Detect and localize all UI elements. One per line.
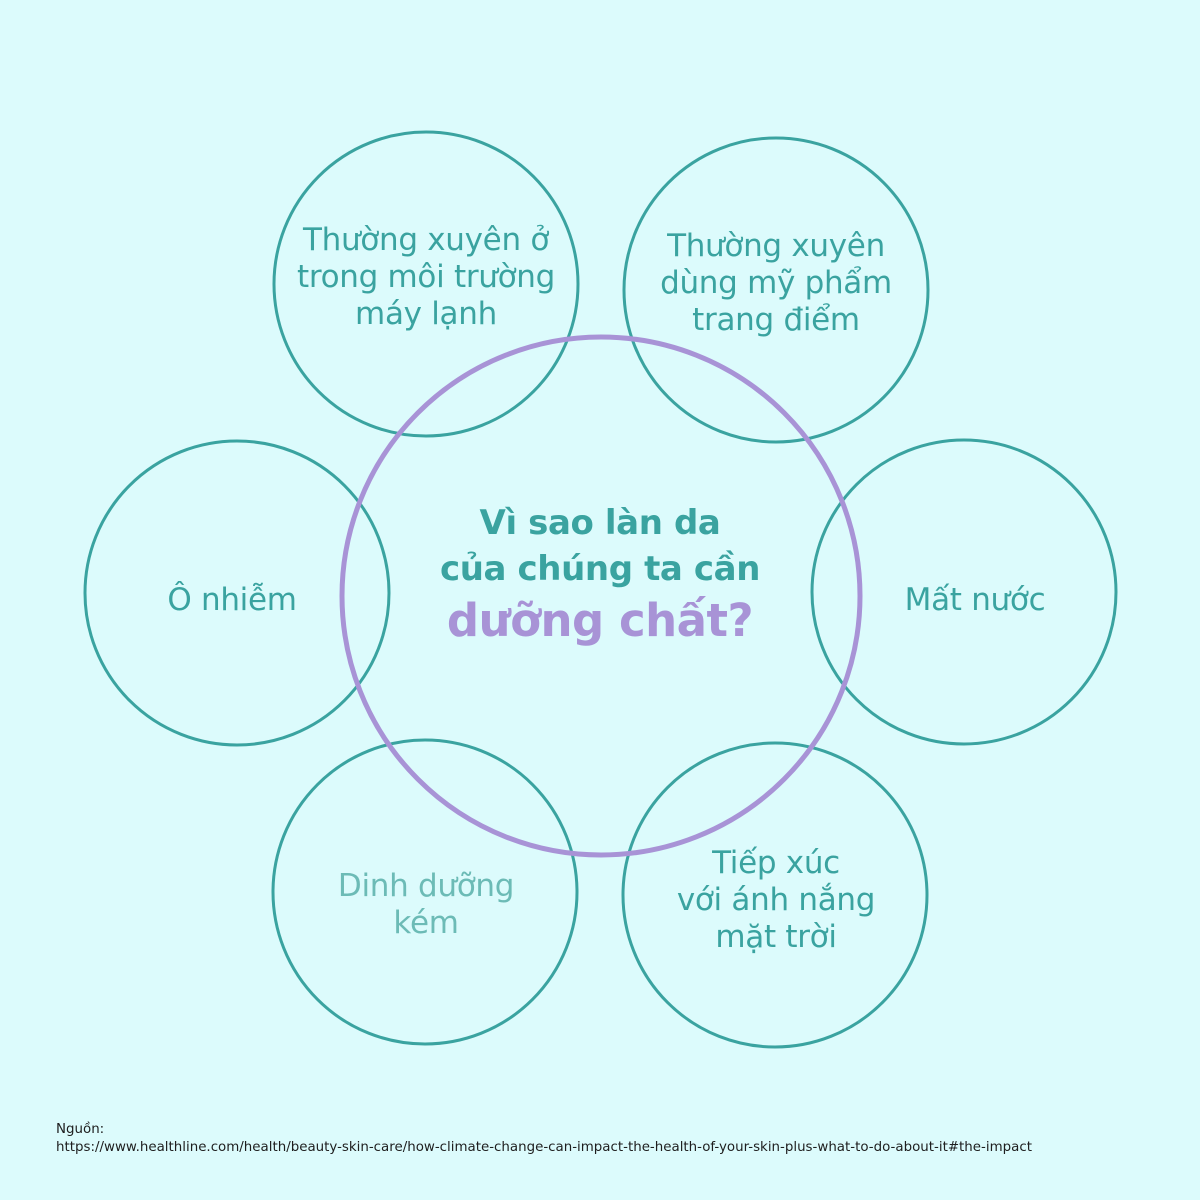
circle-top-right [622, 136, 930, 444]
label-line: Mất nước [904, 581, 1046, 618]
label-left: Ô nhiễm [112, 580, 352, 620]
label-top-right: Thường xuyên dùng mỹ phẩm trang điểm [626, 228, 926, 338]
circle-bottom-right [621, 741, 929, 1049]
label-top-left: Thường xuyên ở trong môi trường máy lạnh [276, 222, 576, 332]
label-line: dùng mỹ phẩm [660, 264, 892, 301]
label-line: với ánh nắng [676, 881, 876, 918]
center-title-line: Vì sao làn da [479, 503, 721, 543]
label-line: kém [393, 905, 459, 941]
label-line: Ô nhiễm [167, 581, 297, 618]
label-line: Thường xuyên ở [302, 221, 550, 258]
label-right: Mất nước [855, 580, 1095, 620]
label-line: Thường xuyên [667, 227, 885, 264]
center-title-accent: dưỡng chất? [446, 594, 754, 647]
label-line: Tiếp xúc [712, 844, 840, 881]
source-note: Nguồn: https://www.healthline.com/health… [56, 1121, 1032, 1157]
label-line: trong môi trường [296, 258, 556, 295]
circle-center [339, 334, 863, 858]
source-label: Nguồn: [56, 1122, 105, 1137]
label-line: mặt trời [715, 918, 837, 955]
label-line: Dinh dưỡng [337, 868, 515, 904]
label-bottom-right: Tiếp xúc với ánh nắng mặt trời [626, 845, 926, 955]
label-line: trang điểm [692, 301, 860, 338]
circle-bottom-left [271, 738, 579, 1046]
circle-right [810, 438, 1118, 746]
label-line: máy lạnh [355, 295, 497, 332]
source-url: https://www.healthline.com/health/beauty… [56, 1140, 1032, 1155]
label-bottom-left: Dinh dưỡng kém [276, 868, 576, 942]
circle-left [83, 439, 391, 747]
center-title-line: của chúng ta cần [439, 549, 761, 589]
circle-top-left [272, 130, 580, 438]
center-title: Vì sao làn da của chúng ta cần dưỡng chấ… [380, 500, 820, 650]
